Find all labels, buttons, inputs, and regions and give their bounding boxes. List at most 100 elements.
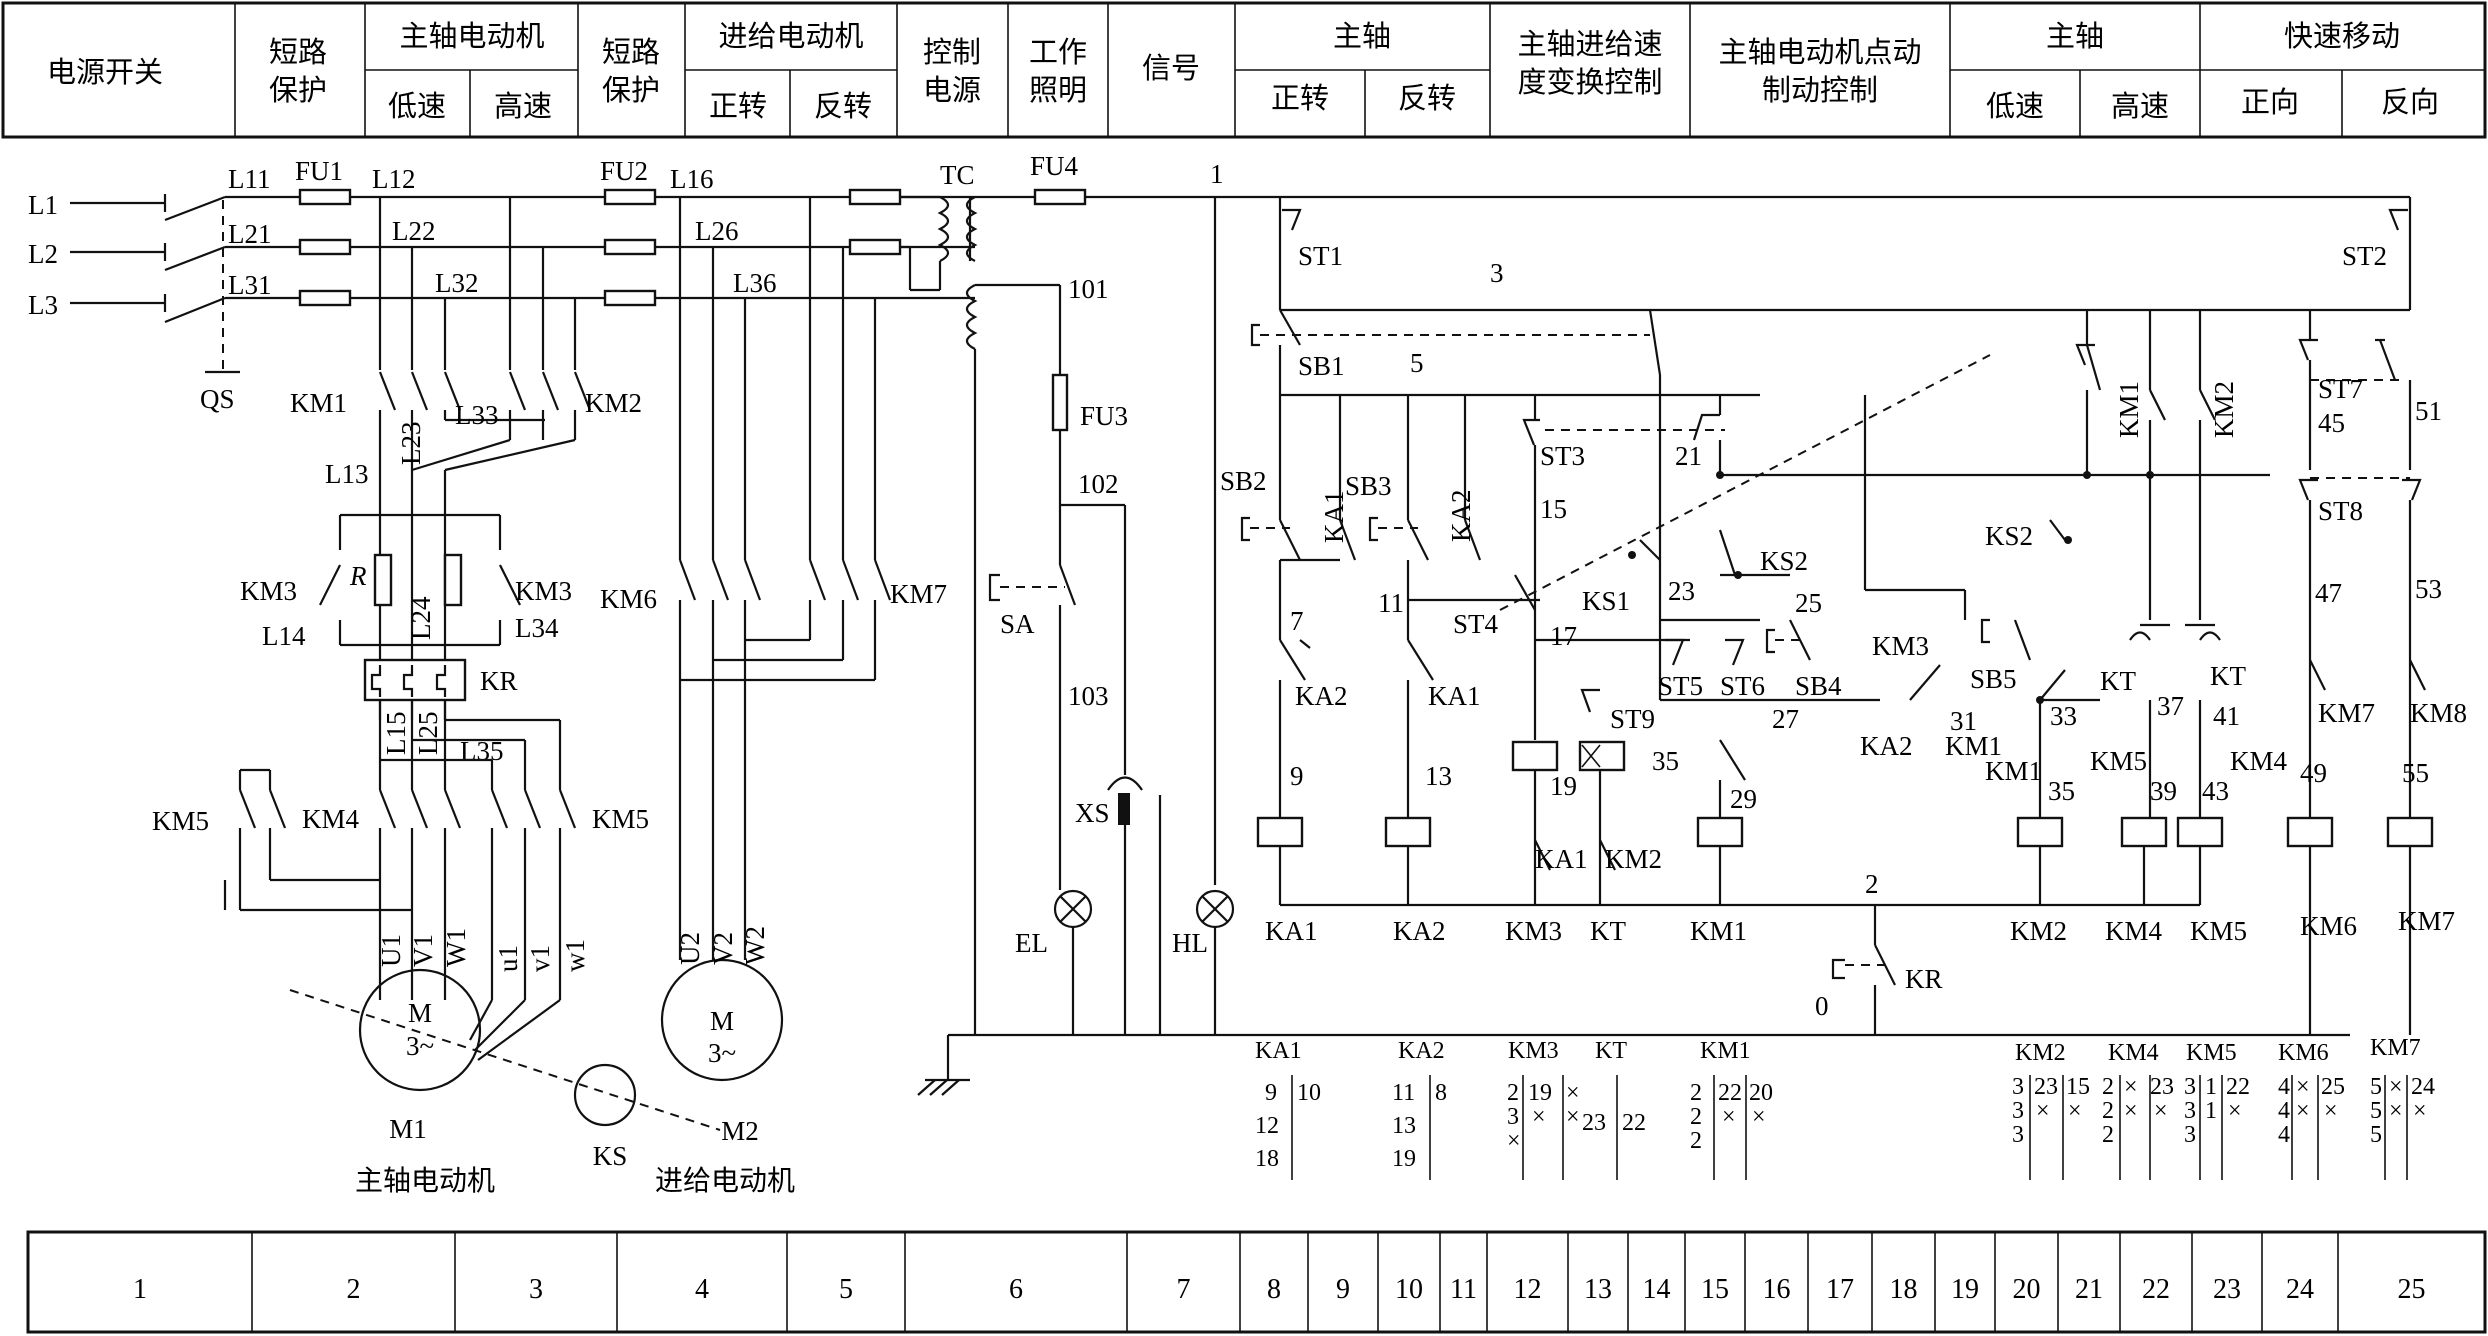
ctrl-kr: KR: [1905, 964, 1943, 994]
footer-col-18: 18: [1890, 1274, 1918, 1305]
xref-km7-a2: 5: [2370, 1122, 2382, 1148]
ctrl-km2-top: KM2: [2209, 381, 2239, 438]
footer-col-21: 21: [2075, 1274, 2103, 1305]
coil-km2: KM2: [2010, 916, 2067, 946]
line-l1: L1: [28, 190, 58, 220]
xref-km4-c1: ×: [2154, 1098, 2168, 1124]
ctrl-sb5: SB5: [1970, 664, 2017, 694]
hdr-feed-rev: 反转: [814, 89, 872, 123]
hdr-ctrl-b: 电源: [923, 73, 981, 107]
m2-letter: M: [710, 1006, 734, 1036]
xref-ka1-name: KA1: [1255, 1038, 1302, 1064]
xref-km6-c1: ×: [2324, 1098, 2338, 1124]
xref-km7-b0: ×: [2389, 1074, 2403, 1100]
lbl-l21: L21: [228, 219, 272, 249]
footer-col-1: 1: [133, 1274, 147, 1305]
xref-ka2-l0: 11: [1392, 1080, 1415, 1106]
fuse-fu1: FU1: [295, 156, 343, 186]
xref-km3-a0: 2: [1507, 1080, 1519, 1106]
lbl-l24: L24: [406, 596, 436, 640]
node-103: 103: [1068, 681, 1109, 711]
km5-label-a: KM5: [152, 806, 209, 836]
ctrl-node-45: 45: [2318, 408, 2345, 438]
footer-col-12: 12: [1514, 1274, 1542, 1305]
coil-km6: KM6: [2300, 911, 2357, 941]
xref-kt-b: 22: [1622, 1110, 1646, 1136]
xref-km7-name: KM7: [2370, 1035, 2421, 1061]
xref-km4-c0: 23: [2150, 1074, 2174, 1100]
xref-km1-c1: ×: [1752, 1104, 1766, 1130]
xref-kt-a: 23: [1582, 1110, 1606, 1136]
lbl-l31: L31: [228, 270, 272, 300]
footer-col-8: 8: [1267, 1274, 1281, 1305]
node-101: 101: [1068, 274, 1109, 304]
ctrl-node-27: 27: [1772, 704, 1799, 734]
ctrl-ka2-d: KM2: [1605, 844, 1662, 874]
km5-label-b: KM5: [592, 804, 649, 834]
hdr-ctrl-a: 控制: [923, 35, 981, 69]
coil-ka2: KA2: [1393, 916, 1446, 946]
hdr-spindle-fwd: 正转: [1271, 81, 1329, 115]
hdr-speedchg-b: 度变换控制: [1517, 65, 1662, 99]
ctrl-st4: ST4: [1453, 609, 1499, 639]
ctrl-node-55: 55: [2402, 758, 2429, 788]
socket-xs: XS: [1075, 798, 1110, 828]
xref-km5-a2: 3: [2184, 1122, 2196, 1148]
speed-relay-ks: KS: [593, 1141, 628, 1171]
footer-col-6: 6: [1009, 1274, 1023, 1305]
m1-letter: M: [408, 998, 432, 1028]
coil-ka1: KA1: [1265, 916, 1318, 946]
xref-km1-b0: 22: [1718, 1080, 1742, 1106]
ctrl-sb4: SB4: [1795, 671, 1842, 701]
term-u1-small: u1: [493, 945, 523, 972]
xref-km5-a0: 3: [2184, 1074, 2196, 1100]
line-l2: L2: [28, 239, 58, 269]
footer-col-3: 3: [529, 1274, 543, 1305]
xref-km1-c0: 20: [1749, 1080, 1773, 1106]
coil-kt: KT: [1590, 916, 1626, 946]
xref-km3-c1: ×: [1566, 1104, 1580, 1130]
ctrl-km2-mid: 35: [1652, 746, 1679, 776]
fuse-fu3: FU3: [1080, 401, 1128, 431]
lbl-l23: L23: [396, 422, 426, 466]
ctrl-node-33: 33: [2050, 701, 2077, 731]
ctrl-km1-top: KM1: [2114, 381, 2144, 438]
hdr-light-a: 工作: [1029, 35, 1087, 69]
term-w1: W1: [441, 928, 471, 967]
hdr-spindle-rev: 反转: [1398, 81, 1456, 115]
lbl-l14: L14: [262, 621, 306, 651]
xref-km1-a1: 2: [1690, 1104, 1702, 1130]
xref-km6-c0: 25: [2321, 1074, 2345, 1100]
xref-kt-name: KT: [1595, 1038, 1627, 1064]
hdr-spindle-low: 低速: [388, 89, 446, 123]
ctrl-node-41: 41: [2213, 701, 2240, 731]
hdr-short-1b: 保护: [269, 73, 327, 107]
ctrl-node-37: 37: [2157, 691, 2184, 721]
xref-km7-c1: ×: [2413, 1098, 2427, 1124]
ctrl-st5: ST5: [1658, 671, 1703, 701]
ctrl-node-15: 15: [1540, 494, 1567, 524]
km6-label: KM6: [600, 584, 657, 614]
header-table: 电源开关 短路 保护 主轴电动机 低速 高速 短路 保护 进给电动机 正转 反转…: [1, 1, 2487, 139]
hdr-jog-a: 主轴电动机点动: [1718, 35, 1921, 69]
lbl-l33: L33: [455, 400, 499, 430]
ctrl-km4-mid: KM4: [2230, 746, 2288, 776]
lamp-el: EL: [1015, 928, 1048, 958]
ctrl-node-9: 9: [1290, 761, 1304, 791]
term-v1-small: v1: [525, 945, 555, 972]
ctrl-node-53: 53: [2415, 574, 2442, 604]
ctrl-node-13: 13: [1425, 761, 1452, 791]
ctrl-node-7: 7: [1290, 606, 1304, 636]
power-input: L1 L2 L3 QS L11 L21 L31: [28, 164, 272, 414]
ctrl-ks2-a: KS2: [1760, 546, 1808, 576]
xref-km6-name: KM6: [2278, 1040, 2329, 1066]
lbl-l22: L22: [392, 216, 436, 246]
xref-km5-c0: 22: [2226, 1074, 2250, 1100]
ctrl-node-49: 49: [2300, 758, 2327, 788]
xref-km1-name: KM1: [1700, 1038, 1751, 1064]
footer-col-16: 16: [1763, 1274, 1791, 1305]
feed-power-circuit: KM6 KM7 M 3~ M2 进给电动机 U2 V2 W2: [600, 197, 947, 1197]
footer-col-11: 11: [1450, 1274, 1477, 1305]
footer-col-17: 17: [1826, 1274, 1854, 1305]
xref-km4-b1: ×: [2124, 1098, 2138, 1124]
